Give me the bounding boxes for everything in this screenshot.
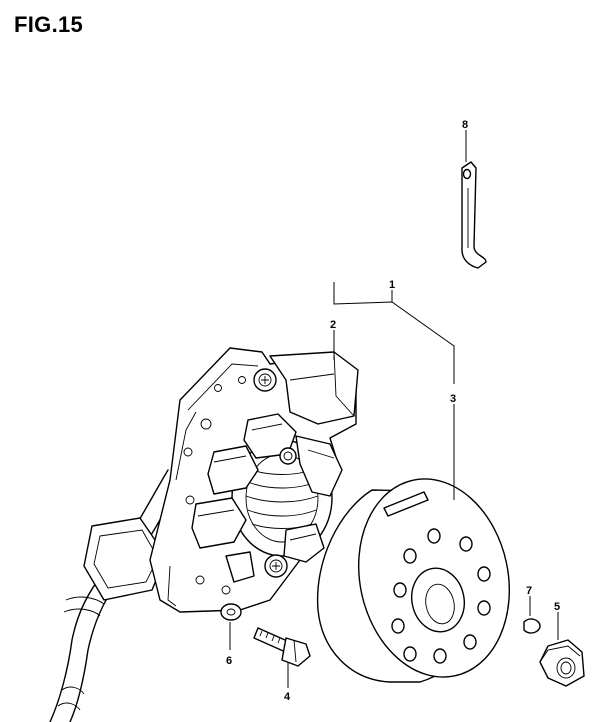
leader-lines [229,130,559,688]
callout-7: 7 [526,585,532,597]
flywheel-rotor-part [316,478,511,683]
washer-part [220,603,242,621]
callout-3: 3 [450,393,456,405]
callout-2: 2 [330,319,336,331]
clamp-strap-part [461,161,487,269]
callout-6: 6 [226,655,232,667]
callout-8: 8 [462,119,468,131]
stator-assembly-part [49,347,359,722]
callout-1: 1 [389,279,395,291]
key-part [523,618,541,634]
figure-title: FIG.15 [14,12,84,37]
nut-part [539,639,585,687]
callout-5: 5 [554,601,560,613]
callout-labels: 1 2 3 4 5 6 7 8 [226,119,560,703]
bolt-part [253,627,311,667]
callout-4: 4 [284,691,291,703]
